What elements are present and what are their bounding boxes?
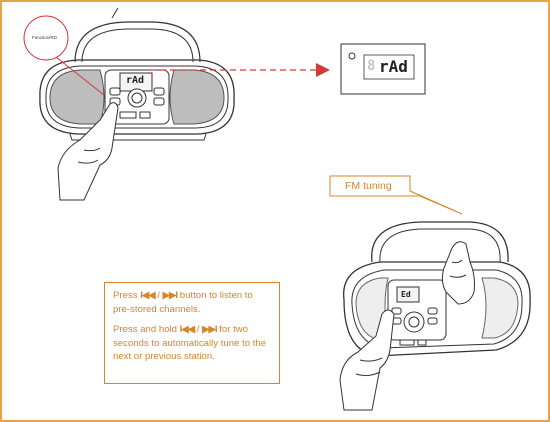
hold-suffix-text: for two seconds to automatically tune to… [113, 324, 267, 362]
function-callout-circle [23, 15, 69, 61]
press-suffix-text: button to listen to pre-stored channels. [113, 290, 253, 315]
display-ghost-digit: 8 [367, 58, 376, 74]
fm-callout-box [329, 175, 463, 215]
hand-top [57, 102, 119, 201]
boombox-bottom [343, 221, 531, 357]
skip-forward-icon-2: ▶▶I [202, 324, 217, 335]
boombox-lcd-text: rAd [126, 75, 145, 86]
function-rd-label: Function/RD [32, 35, 58, 40]
skip-back-icon: I◀◀ [140, 290, 155, 301]
display-text: rAd [379, 57, 408, 76]
instruction-step-1: Press I◀◀ / ▶▶I button to listen to pre-… [113, 289, 271, 316]
fm-tuning-label: FM tuning [345, 180, 392, 192]
hold-text: Press and hold [113, 324, 177, 335]
hand-handle [441, 241, 475, 305]
skip-forward-icon: ▶▶I [162, 290, 178, 301]
instruction-box: Press I◀◀ / ▶▶I button to listen to pre-… [104, 282, 280, 384]
hand-bottom [339, 309, 395, 411]
boombox-bottom-lcd: Ed [401, 290, 411, 299]
slash-text: / [157, 290, 160, 301]
boombox-top [39, 7, 235, 141]
instruction-step-2: Press and hold I◀◀ / ▶▶I for two seconds… [113, 323, 271, 364]
skip-back-icon-2: I◀◀ [179, 324, 195, 335]
press-text: Press [113, 290, 138, 301]
slash-text-2: / [196, 324, 200, 335]
